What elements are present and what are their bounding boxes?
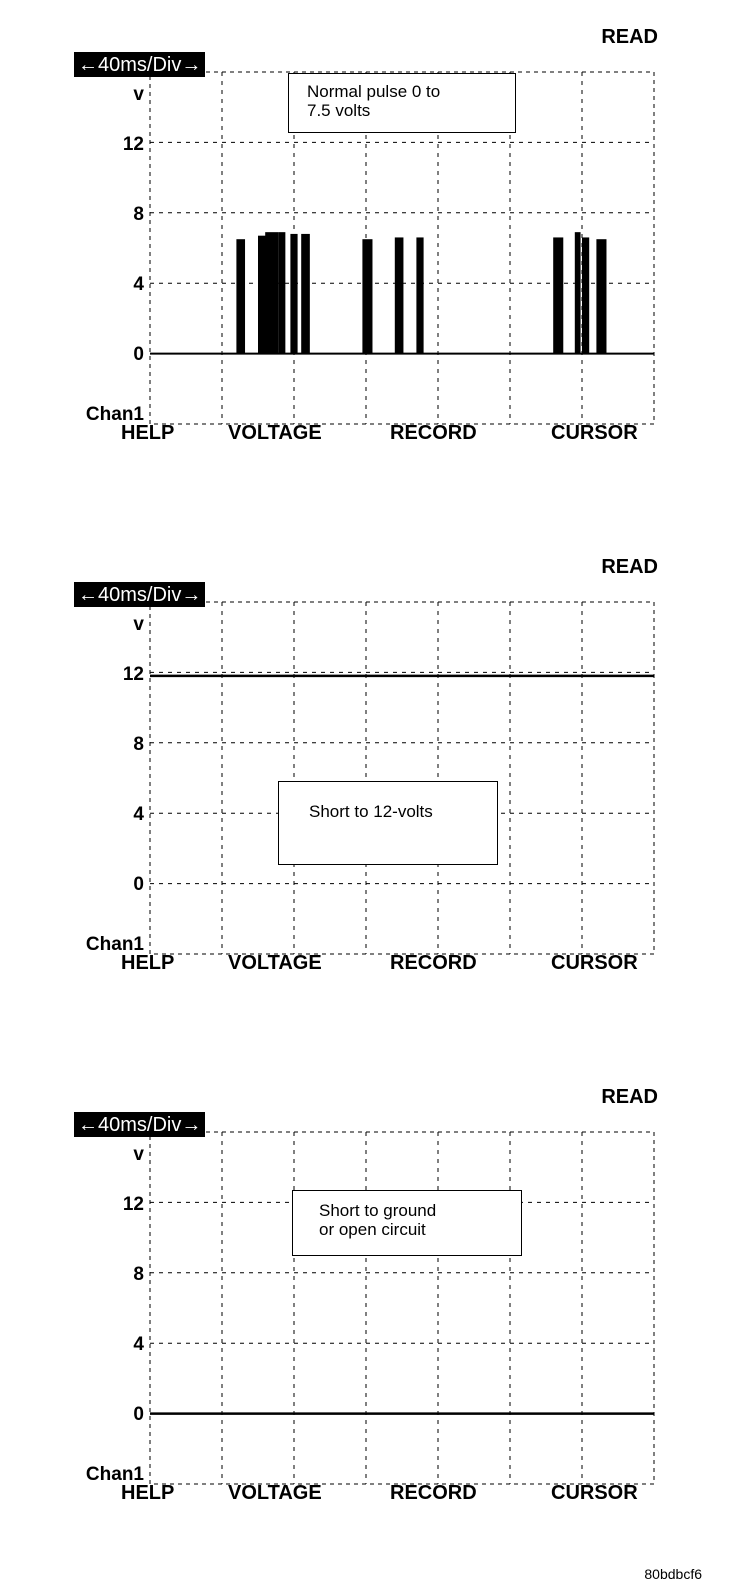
annotation-text: Short to 12-volts xyxy=(309,802,433,821)
scope-panel-1: READ ←40ms/Div→ v 12 8 4 0 Chan1 Normal … xyxy=(0,26,752,496)
pulse-bar xyxy=(553,237,564,354)
softkey-bar: HELP VOLTAGE RECORD CURSOR xyxy=(0,1482,752,1508)
annotation-box: Short to 12-volts xyxy=(278,781,498,865)
pulse-bar xyxy=(236,239,246,354)
annotation-text: Normal pulse 0 to 7.5 volts xyxy=(307,82,441,120)
pulse-bar xyxy=(582,237,590,354)
channel-label: Chan1 xyxy=(85,404,144,425)
cursor-softkey[interactable]: CURSOR xyxy=(551,952,638,974)
y-tick-label: 0 xyxy=(133,874,144,895)
y-tick-label: 8 xyxy=(133,734,144,755)
annotation-box: Normal pulse 0 to 7.5 volts xyxy=(288,73,516,133)
scope-panel-3: READ ←40ms/Div→ v 12 8 4 0 Chan1 Short t… xyxy=(0,1086,752,1556)
pulse-bar xyxy=(278,232,286,354)
plot-frame xyxy=(149,71,655,425)
channel-label: Chan1 xyxy=(85,934,144,955)
read-label: READ xyxy=(601,26,658,48)
channel-label: Chan1 xyxy=(85,1464,144,1485)
y-tick-label: 8 xyxy=(133,204,144,225)
softkey-bar: HELP VOLTAGE RECORD CURSOR xyxy=(0,422,752,448)
y-tick-label: 12 xyxy=(122,134,144,155)
pulse-bar xyxy=(301,233,310,354)
pulse-bar xyxy=(290,233,298,354)
record-softkey[interactable]: RECORD xyxy=(390,952,477,974)
help-softkey[interactable]: HELP xyxy=(121,1482,175,1504)
y-tick-label: 8 xyxy=(133,1264,144,1285)
annotation-text: Short to ground or open circuit xyxy=(319,1201,437,1239)
voltage-softkey[interactable]: VOLTAGE xyxy=(228,422,322,444)
y-tick-label: 4 xyxy=(133,1334,144,1355)
pulse-bar xyxy=(362,239,373,354)
figure-id: 80bdbcf6 xyxy=(644,1566,702,1582)
record-softkey[interactable]: RECORD xyxy=(390,1482,477,1504)
timebase-label: ←40ms/Div→ xyxy=(74,582,206,607)
record-softkey[interactable]: RECORD xyxy=(390,422,477,444)
help-softkey[interactable]: HELP xyxy=(121,422,175,444)
timebase-label: ←40ms/Div→ xyxy=(74,52,206,77)
scope-panel-2: READ ←40ms/Div→ v 12 8 4 0 Chan1 Short t… xyxy=(0,556,752,1026)
y-tick-label: 0 xyxy=(133,344,144,365)
y-tick-label: 4 xyxy=(133,274,144,295)
voltage-softkey[interactable]: VOLTAGE xyxy=(228,1482,322,1504)
pulse-bar xyxy=(258,235,267,354)
plot-frame xyxy=(149,601,655,955)
scope-plot xyxy=(149,1131,655,1485)
cursor-softkey[interactable]: CURSOR xyxy=(551,1482,638,1504)
plot-frame xyxy=(149,1131,655,1485)
softkey-bar: HELP VOLTAGE RECORD CURSOR xyxy=(0,952,752,978)
cursor-softkey[interactable]: CURSOR xyxy=(551,422,638,444)
timebase-label: ←40ms/Div→ xyxy=(74,1112,206,1137)
pulse-bar xyxy=(394,237,404,354)
y-tick-label: 4 xyxy=(133,804,144,825)
y-tick-label: 0 xyxy=(133,1404,144,1425)
pulse-bar xyxy=(596,239,607,354)
scope-plot xyxy=(149,71,655,425)
read-label: READ xyxy=(601,1086,658,1108)
voltage-softkey[interactable]: VOLTAGE xyxy=(228,952,322,974)
y-tick-label: 12 xyxy=(122,1194,144,1215)
y-axis-unit: v xyxy=(133,1144,144,1165)
help-softkey[interactable]: HELP xyxy=(121,952,175,974)
pulse-bar xyxy=(574,232,581,354)
pulse-bar xyxy=(265,232,279,354)
y-axis-unit: v xyxy=(133,84,144,105)
y-axis-unit: v xyxy=(133,614,144,635)
pulse-bar xyxy=(416,237,424,354)
y-tick-label: 12 xyxy=(122,664,144,685)
read-label: READ xyxy=(601,556,658,578)
annotation-box: Short to ground or open circuit xyxy=(292,1190,522,1256)
